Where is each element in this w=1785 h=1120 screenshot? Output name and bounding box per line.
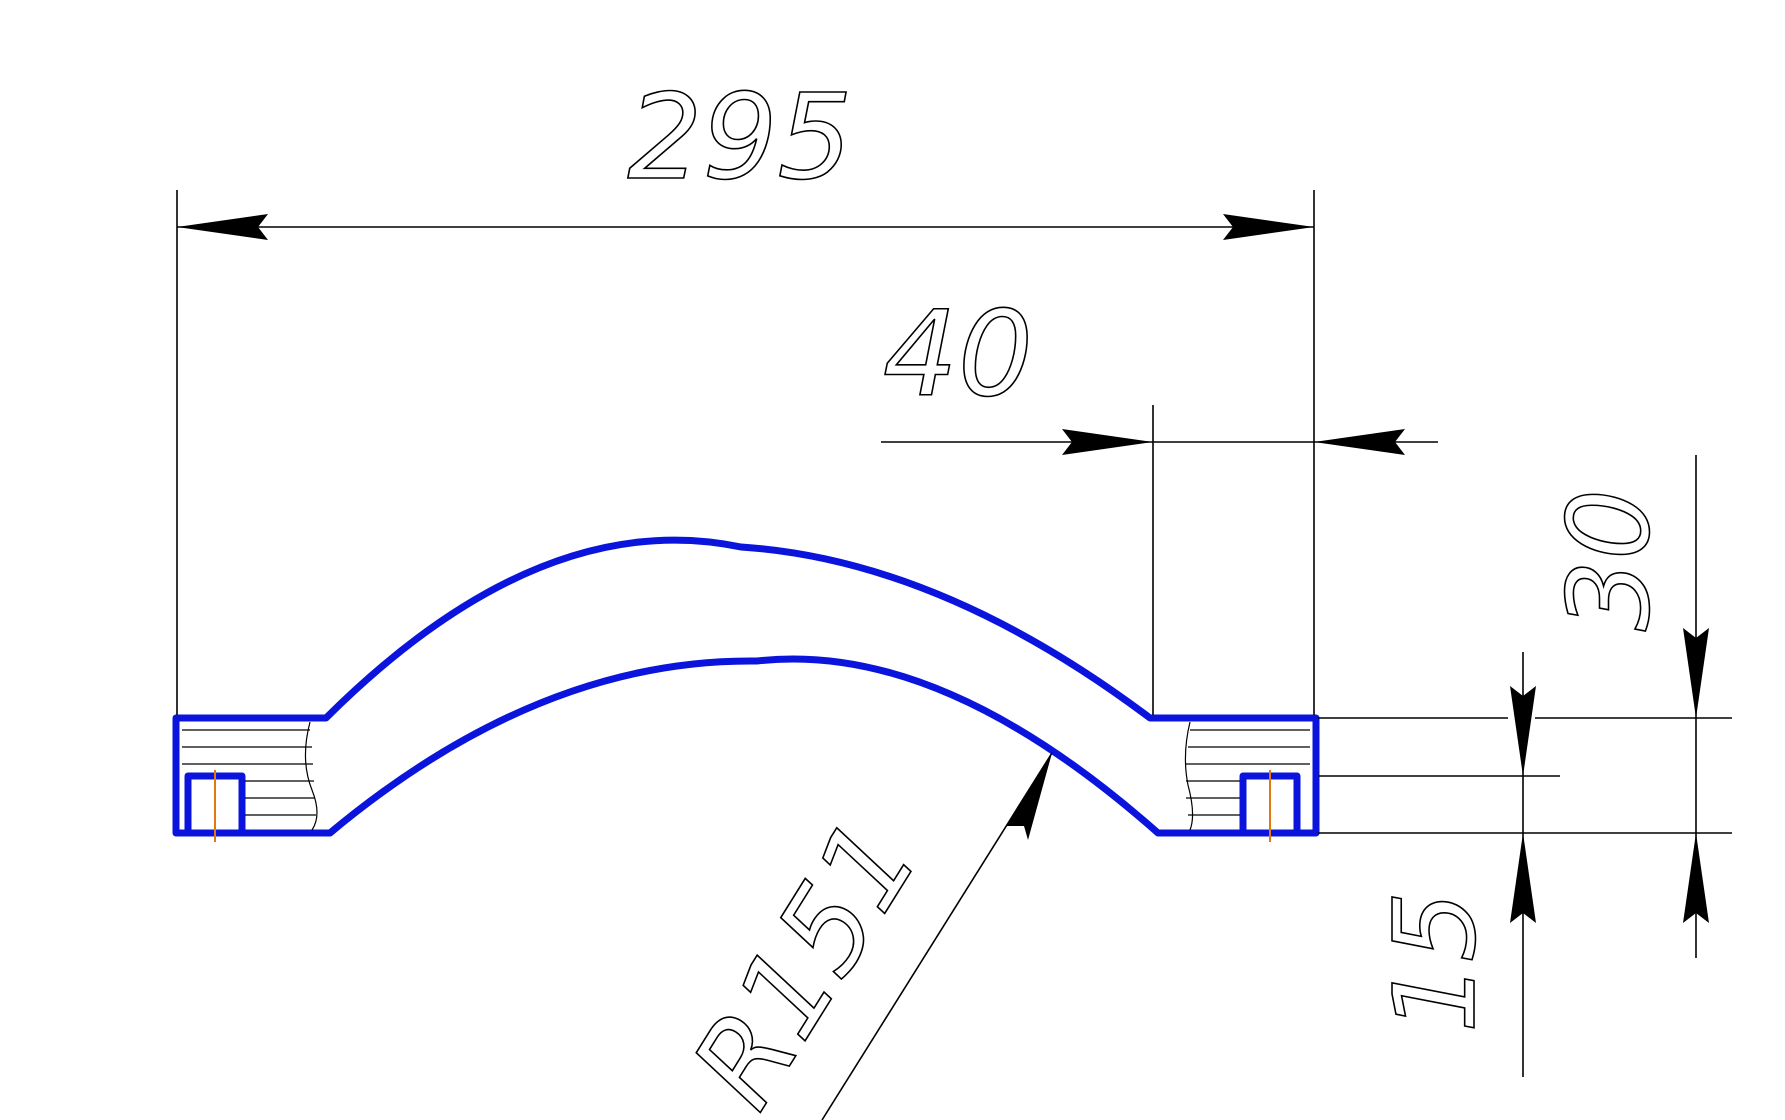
- left-break-line: [304, 721, 318, 831]
- part-body-outline: [172, 536, 1320, 837]
- arrow-radius: [1006, 753, 1052, 840]
- arrow-15-top: [1510, 686, 1536, 776]
- arrow-left: [177, 214, 268, 240]
- flange-thickness-label: 15: [1371, 891, 1501, 1034]
- end-length-label: 40: [883, 285, 1033, 423]
- end-length-dimension: 40: [881, 284, 1438, 715]
- flange-thickness-dimension: 15: [1370, 652, 1536, 1077]
- arrow-right: [1223, 214, 1314, 240]
- left-pad-hatching: [182, 721, 318, 831]
- overall-width-label: 295: [627, 68, 852, 206]
- arrow-40-right: [1314, 429, 1405, 455]
- arrow-15-bottom: [1510, 833, 1536, 923]
- arc-radius-dimension: R151: [665, 752, 1053, 1120]
- arrow-40-left: [1062, 429, 1153, 455]
- slot-centerlines: [214, 770, 1271, 842]
- part-outline: [172, 536, 1320, 837]
- overall-width-dimension: 295: [176, 67, 1315, 715]
- total-height-dimension: 30: [1544, 455, 1709, 958]
- arrow-30-bottom: [1683, 833, 1709, 923]
- arrow-30-top: [1683, 628, 1709, 718]
- right-break-line: [1184, 721, 1194, 831]
- total-height-label: 30: [1545, 489, 1675, 632]
- right-pad-hatching: [1184, 721, 1310, 831]
- height-extension-lines: [1318, 717, 1732, 834]
- arc-radius-label: R151: [665, 796, 945, 1120]
